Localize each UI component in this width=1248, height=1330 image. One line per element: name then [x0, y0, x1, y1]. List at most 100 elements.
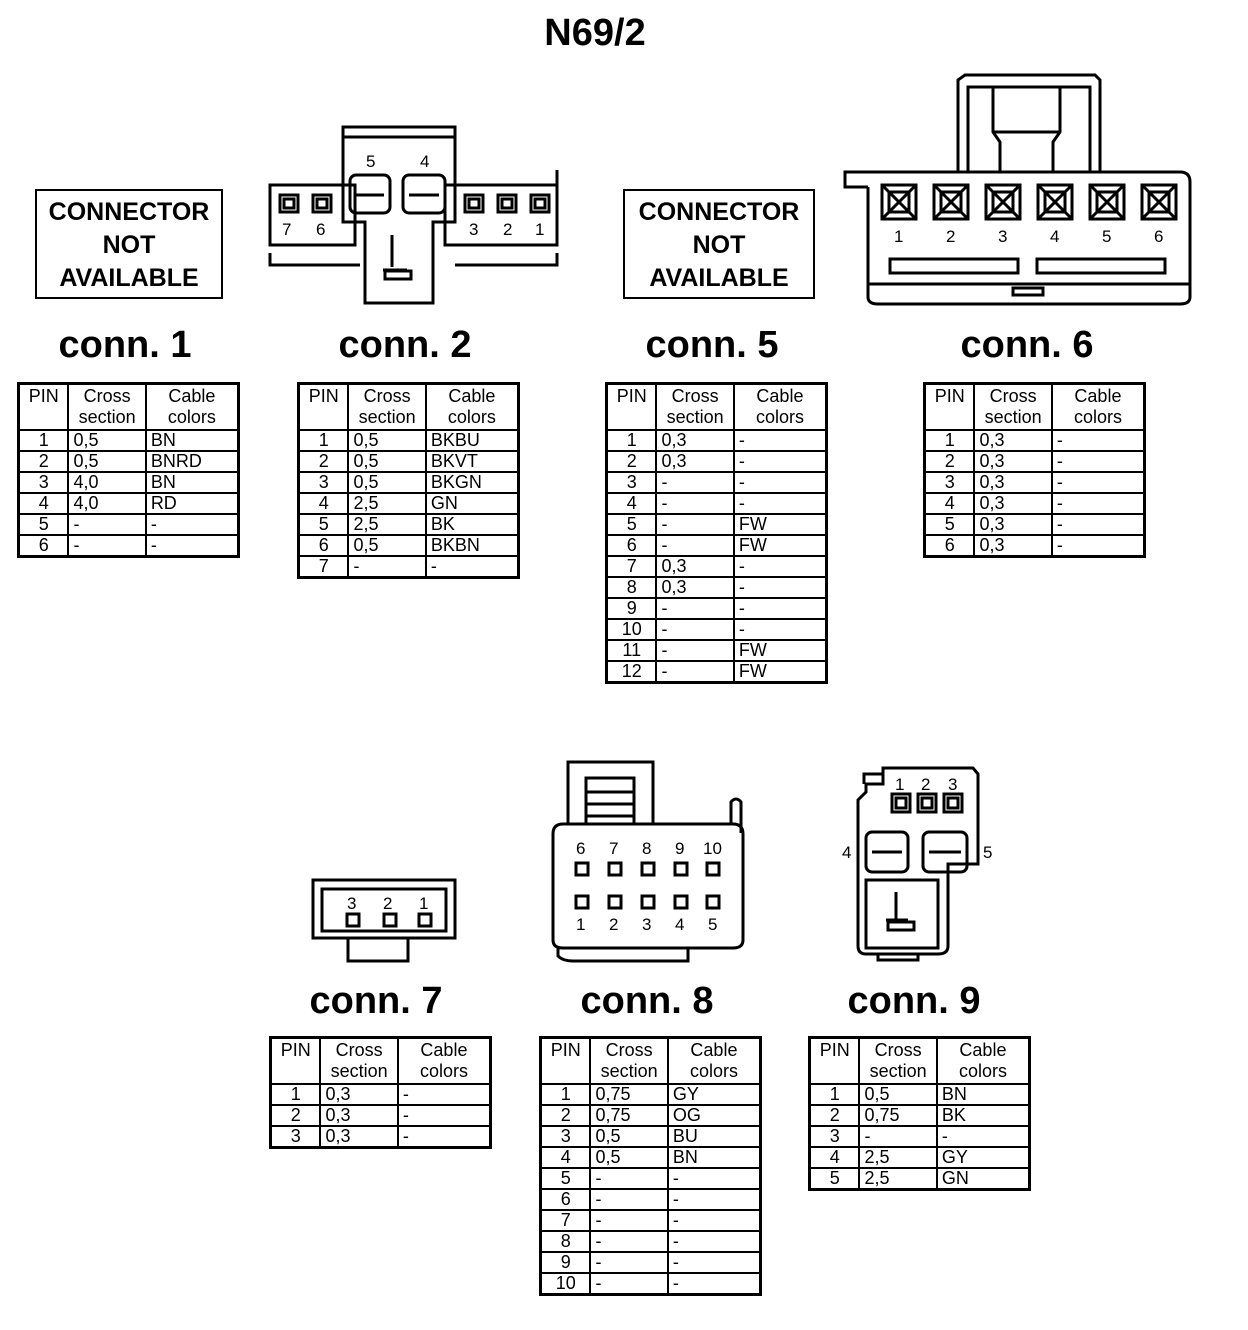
- header-cross-section-line: section: [666, 407, 724, 427]
- cable-color-cell: -: [424, 555, 520, 579]
- connector-7-drawing: 3 2 1: [311, 878, 457, 963]
- pin-label: 1: [535, 220, 544, 239]
- connector-label-1: conn. 1: [58, 324, 192, 366]
- cable-color-cell: -: [396, 1125, 492, 1149]
- pin-label: 6: [1154, 227, 1163, 246]
- pin-number-cell: 2: [923, 450, 976, 473]
- table-row: 3--: [605, 471, 828, 494]
- pin-number-cell: 6: [297, 534, 350, 557]
- cross-section-cell: 0,3: [655, 450, 735, 473]
- cross-section-cell: 0,5: [347, 450, 427, 473]
- pin-number-cell: 10: [539, 1272, 592, 1296]
- pin-number-cell: 4: [923, 492, 976, 515]
- pin-number-cell: 5: [605, 513, 658, 536]
- cross-section-cell: -: [589, 1230, 669, 1253]
- header-cable-colors-line: colors: [419, 1061, 468, 1081]
- pin-number-cell: 3: [17, 471, 70, 494]
- header-cable-colors-line: colors: [447, 407, 496, 427]
- connector-not-available-box-1: CONNECTOR NOT AVAILABLE: [35, 189, 223, 299]
- header-cross-section-line: section: [358, 407, 416, 427]
- cross-section-cell: -: [589, 1167, 669, 1190]
- cable-color-cell: BKGN: [424, 471, 520, 494]
- table-row: 5--: [17, 513, 240, 536]
- pin-number-cell: 7: [297, 555, 350, 579]
- connector-9-drawing: 1 2 3 4 5: [842, 766, 992, 962]
- cross-section-cell: 0,75: [589, 1104, 669, 1127]
- pin-number-cell: 8: [539, 1230, 592, 1253]
- header-cable-colors-line: Cable: [420, 1040, 468, 1060]
- cable-color-cell: -: [1050, 513, 1146, 536]
- cable-color-cell: BK: [424, 513, 520, 536]
- cable-color-cell: -: [935, 1125, 1031, 1148]
- cross-section-cell: 0,5: [347, 429, 427, 452]
- not-available-line: AVAILABLE: [59, 264, 199, 292]
- cable-color-cell: -: [732, 576, 828, 599]
- header-pin: PIN: [269, 1036, 322, 1085]
- cable-color-cell: BK: [935, 1104, 1031, 1127]
- header-pin-line: PIN: [819, 1040, 850, 1060]
- cross-section-cell: 0,5: [347, 471, 427, 494]
- pin-number-cell: 2: [17, 450, 70, 473]
- header-cable-colors-line: colors: [755, 407, 804, 427]
- pin-number-cell: 1: [269, 1083, 322, 1106]
- cable-color-cell: BKVT: [424, 450, 520, 473]
- table-row: 9--: [539, 1251, 762, 1274]
- table-row: 10--: [539, 1272, 762, 1296]
- cable-color-cell: -: [666, 1209, 762, 1232]
- header-cable-colors-line: Cable: [959, 1040, 1007, 1060]
- header-cross-section-line: Cross: [363, 386, 411, 406]
- cable-color-cell: RD: [144, 492, 240, 515]
- not-available-line: CONNECTOR: [48, 198, 210, 226]
- not-available-line: AVAILABLE: [649, 264, 789, 292]
- cross-section-cell: -: [67, 534, 147, 558]
- pin-number-cell: 3: [808, 1125, 861, 1148]
- table-row: 6-FW: [605, 534, 828, 557]
- cable-color-cell: -: [1050, 471, 1146, 494]
- connector-label-5: conn. 5: [645, 324, 779, 366]
- pin-number-cell: 11: [605, 639, 658, 662]
- cable-color-cell: BN: [666, 1146, 762, 1169]
- pin-number-cell: 3: [269, 1125, 322, 1149]
- cross-section-cell: -: [655, 492, 735, 515]
- table-row: 11-FW: [605, 639, 828, 662]
- connector-label-2: conn. 2: [338, 324, 472, 366]
- pin-number-cell: 6: [923, 534, 976, 558]
- pin-label: 5: [1102, 227, 1111, 246]
- cross-section-cell: -: [655, 597, 735, 620]
- pin-label: 1: [419, 894, 428, 913]
- table-row: 5-FW: [605, 513, 828, 536]
- pin-number-cell: 6: [17, 534, 70, 558]
- cross-section-cell: 2,5: [347, 492, 427, 515]
- header-cable-colors-line: colors: [167, 407, 216, 427]
- cable-color-cell: BKBU: [424, 429, 520, 452]
- cross-section-cell: 0,3: [973, 450, 1053, 473]
- cable-color-cell: -: [1050, 450, 1146, 473]
- header-pin: PIN: [808, 1036, 861, 1085]
- pin-number-cell: 1: [605, 429, 658, 452]
- table-row: 6--: [17, 534, 240, 558]
- cross-section-cell: 0,3: [319, 1083, 399, 1106]
- cable-color-cell: GN: [935, 1167, 1031, 1191]
- cross-section-cell: -: [589, 1251, 669, 1274]
- pin-number-cell: 10: [605, 618, 658, 641]
- cable-color-cell: -: [396, 1083, 492, 1106]
- pin-label: 3: [469, 220, 478, 239]
